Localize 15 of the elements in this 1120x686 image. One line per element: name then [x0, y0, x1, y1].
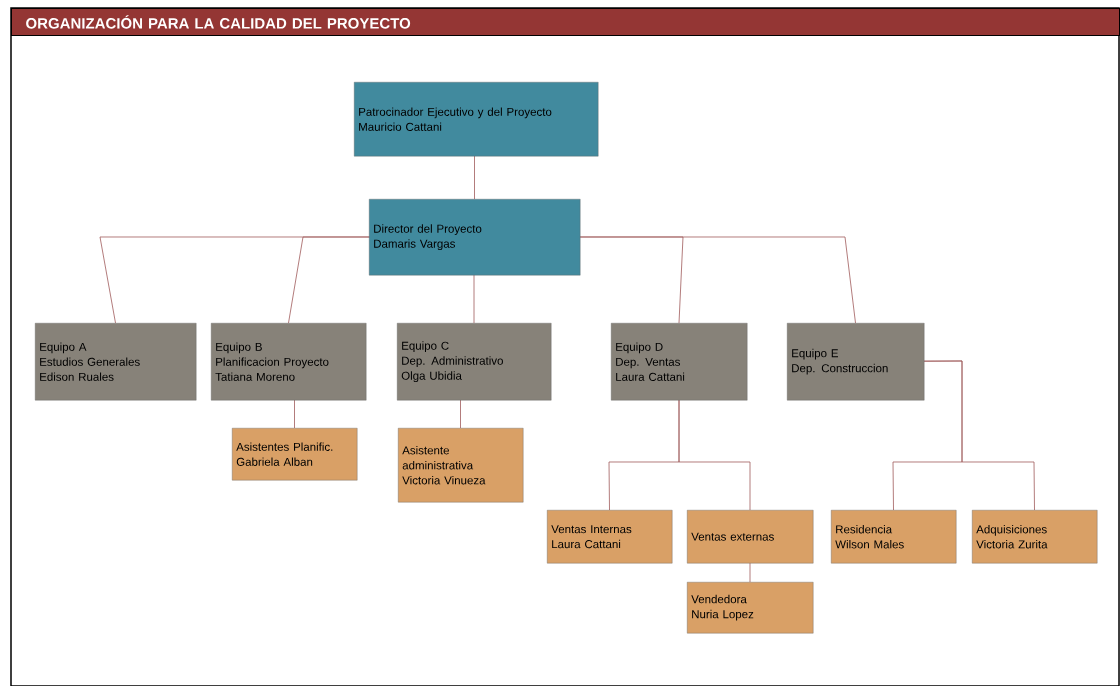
role-box: Director del Proyecto Damaris Vargas [369, 199, 581, 276]
staff-box: Residencia Wilson Males [831, 510, 957, 564]
team-box: Equipo A Estudios Generales Edison Ruales [35, 323, 197, 401]
staff-box: Vendedora Nuria Lopez [687, 582, 814, 634]
title-bar: ORGANIZACIÓN PARA LA CALIDAD DEL PROYECTO [11, 8, 1120, 36]
team-box: Equipo D Dep. Ventas Laura Cattani [611, 323, 748, 401]
staff-box: Asistente administrativa Victoria Vinueza [398, 428, 524, 503]
role-box: Patrocinador Ejecutivo y del Proyecto Mauricio Cattani [354, 82, 599, 157]
staff-box: Ventas externas [687, 510, 814, 564]
team-box: Equipo C Dep. Administrativo Olga Ubidia [397, 323, 552, 401]
staff-box: Ventas Internas Laura Cattani [547, 510, 673, 564]
team-box: Equipo B Planificacion Proyecto Tatiana Moreno [211, 323, 367, 401]
staff-box: Asistentes Planific. Gabriela Alban [232, 428, 358, 481]
staff-box: Adquisiciones Victoria Zurita [972, 510, 1098, 564]
team-box: Equipo E Dep. Construccion [787, 323, 925, 401]
